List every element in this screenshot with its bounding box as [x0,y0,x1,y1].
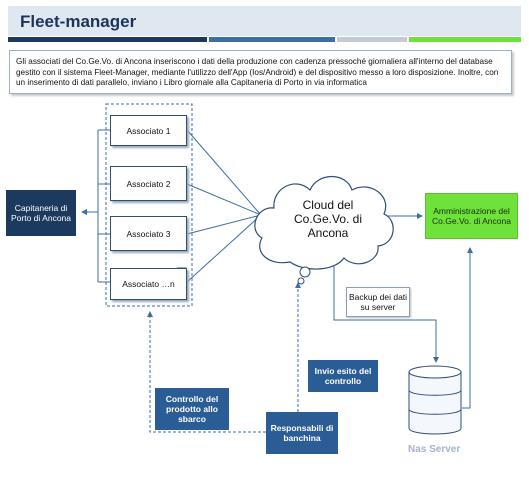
associati-group-frame [105,103,193,307]
node-associato-1-label: Associato 1 [126,125,171,136]
cloud-shape [254,176,394,270]
node-responsabili-label: Responsabili di banchina [270,423,334,443]
node-amministrazione: Amministrazione del Co.Ge.Vo. di Ancona [425,193,518,239]
intro-text: Gli associati del Co.Ge.Vo. di Ancona in… [9,50,512,94]
lines-to-cloud [186,129,262,283]
node-associato-3-label: Associato 3 [126,228,171,239]
node-backup: Backup dei dati su server [346,287,410,317]
node-cloud-label: Cloud del Co.Ge.Vo. di Ancona [293,198,363,240]
node-nas-label: Nas Server [408,444,461,455]
arrow-backup [333,266,439,363]
node-controllo: Controllo del prodotto allo sbarco [155,388,229,430]
title-underline-segment [337,37,407,42]
node-responsabili: Responsabili di banchina [266,412,338,454]
node-amministrazione-label: Amministrazione del Co.Ge.Vo. di Ancona [432,206,511,226]
title-underline-segment [8,37,207,42]
nas-server-icon [408,365,462,435]
title-bar: Fleet-manager [8,6,521,36]
node-associato-2-label: Associato 2 [126,178,171,189]
node-associato-n-label: Associato …n [122,279,175,289]
bracket-to-capitaneria [81,129,110,283]
cloud-bubble [297,277,305,285]
node-associato-2: Associato 2 [110,166,187,201]
node-associato-n: Associato …n [110,268,187,300]
node-capitaneria-label: Capitaneria di Porto di Ancona [10,203,71,223]
node-associato-1: Associato 1 [110,115,187,146]
node-invio-esito: Invio esito del controllo [308,360,378,392]
cloud-bubble [299,266,311,278]
page-title: Fleet-manager [20,12,137,31]
node-backup-label: Backup dei dati su server [348,292,408,312]
node-capitaneria: Capitaneria di Porto di Ancona [6,190,76,236]
title-underline-segment [409,37,521,42]
node-invio-esito-label: Invio esito del controllo [314,366,372,386]
title-underline-segment [209,37,335,42]
node-associato-3: Associato 3 [110,216,187,251]
dashed-arrow-controllo [147,311,266,433]
node-controllo-label: Controllo del prodotto allo sbarco [165,394,219,424]
arrow-nas-to-amministrazione [462,247,473,409]
